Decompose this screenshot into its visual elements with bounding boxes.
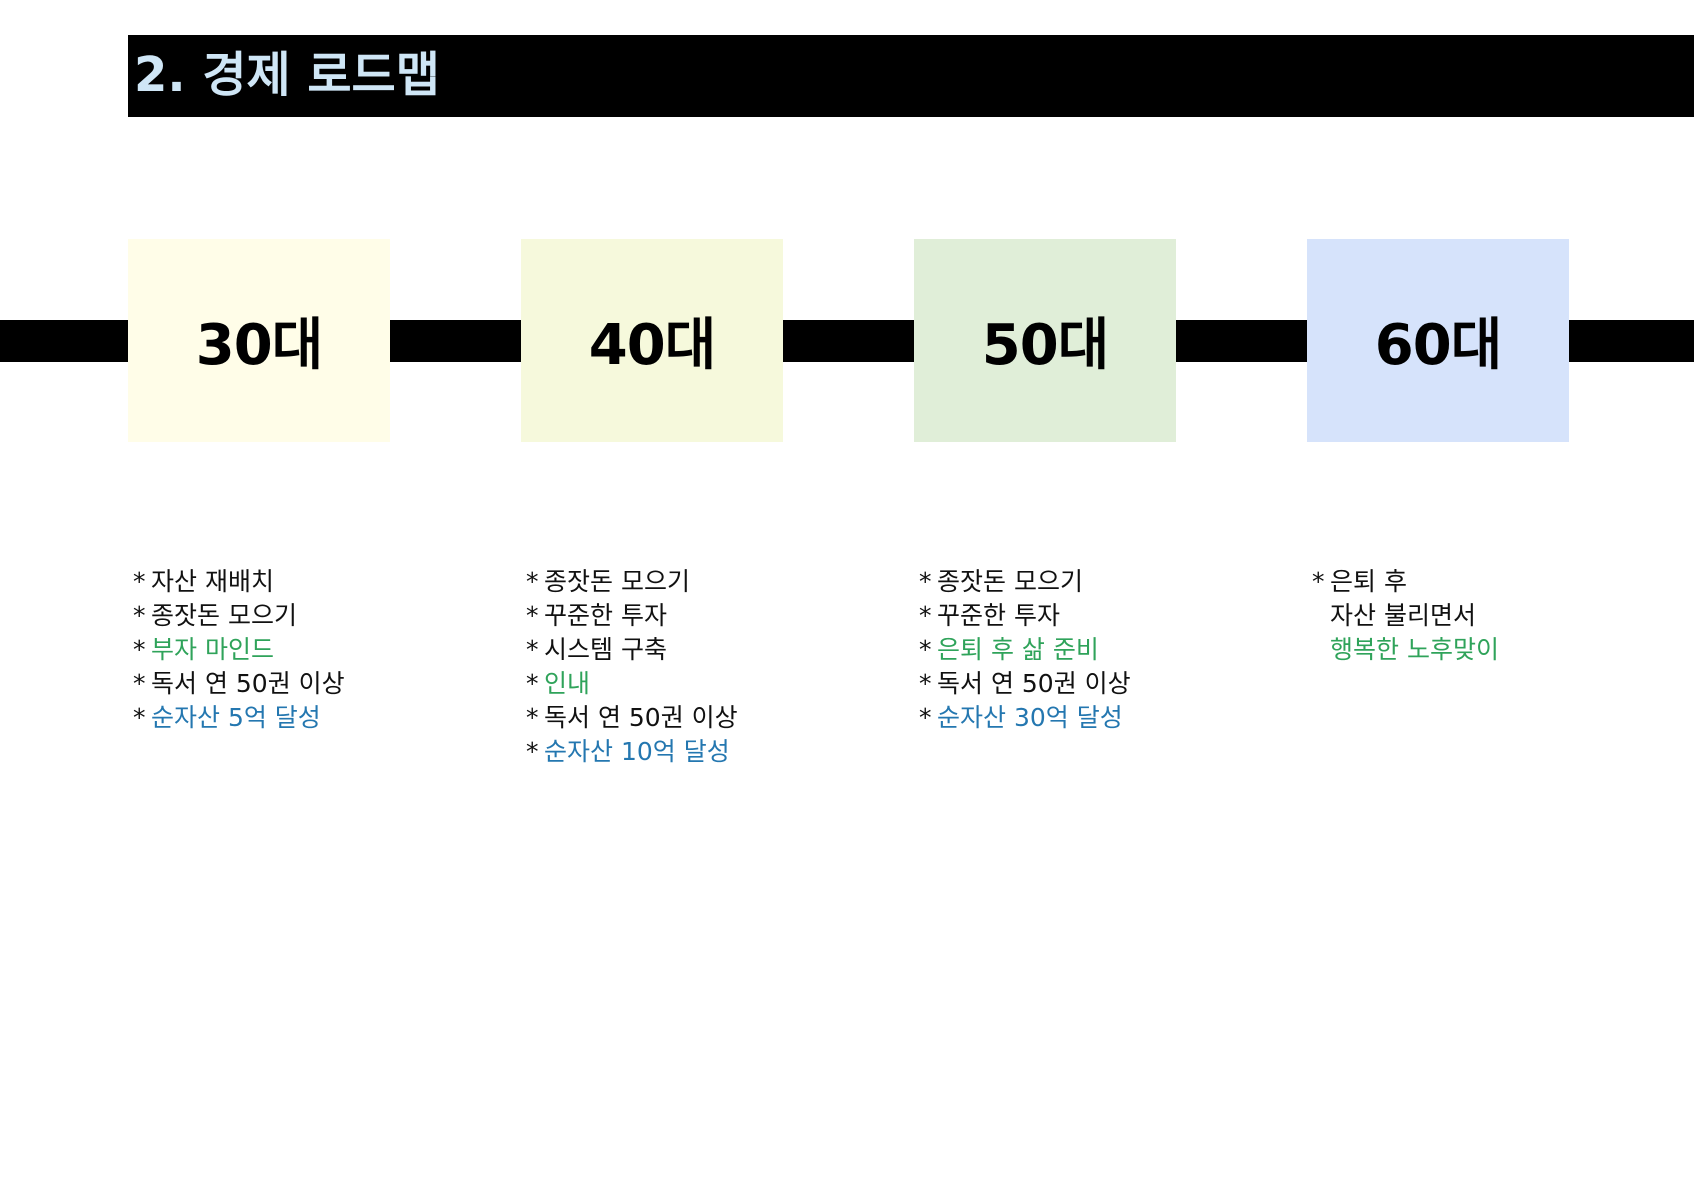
goal-text: 행복한 노후맞이 (1330, 635, 1499, 664)
bullet-mark: * (919, 567, 932, 596)
bullet-mark: * (133, 669, 146, 698)
stage-box-4: 60대 (1307, 239, 1569, 442)
goal-item: *자산 불리면서 (1312, 599, 1652, 633)
goal-item: *은퇴 후 삶 준비 (919, 633, 1259, 667)
goal-item: *자산 재배치 (133, 565, 473, 599)
stage-label: 50대 (981, 313, 1109, 378)
goal-text: 순자산 30억 달성 (937, 703, 1123, 732)
goal-item: *은퇴 후 (1312, 565, 1652, 599)
stage-goal-list-2: *종잣돈 모으기*꾸준한 투자*시스템 구축*인내*독서 연 50권 이상*순자… (526, 565, 866, 769)
goal-item: *순자산 30억 달성 (919, 701, 1259, 735)
goal-item: *순자산 5억 달성 (133, 701, 473, 735)
stage-box-2: 40대 (521, 239, 783, 442)
goal-text: 자산 재배치 (151, 567, 274, 596)
bullet-mark: * (526, 601, 539, 630)
bullet-mark: * (919, 703, 932, 732)
goal-item: *종잣돈 모으기 (526, 565, 866, 599)
goal-item: *독서 연 50권 이상 (526, 701, 866, 735)
stage-label: 60대 (1374, 313, 1502, 378)
bullet-mark: * (133, 601, 146, 630)
goal-item: *종잣돈 모으기 (133, 599, 473, 633)
goal-text: 자산 불리면서 (1330, 601, 1476, 630)
goal-text: 부자 마인드 (151, 635, 274, 664)
goal-text: 독서 연 50권 이상 (937, 669, 1131, 698)
bullet-mark: * (133, 635, 146, 664)
goal-text: 순자산 10억 달성 (544, 737, 730, 766)
bullet-mark: * (133, 567, 146, 596)
page-title: 2. 경제 로드맵 (134, 47, 440, 103)
bullet-mark: * (526, 635, 539, 664)
goal-text: 꾸준한 투자 (937, 601, 1060, 630)
goal-text: 은퇴 후 (1330, 567, 1407, 596)
stage-goal-list-1: *자산 재배치*종잣돈 모으기*부자 마인드*독서 연 50권 이상*순자산 5… (133, 565, 473, 735)
goal-text: 꾸준한 투자 (544, 601, 667, 630)
bullet-mark: * (919, 635, 932, 664)
bullet-mark: * (526, 567, 539, 596)
goal-item: *시스템 구축 (526, 633, 866, 667)
goal-text: 시스템 구축 (544, 635, 667, 664)
goal-text: 독서 연 50권 이상 (544, 703, 738, 732)
stage-label: 40대 (588, 313, 716, 378)
goal-item: *행복한 노후맞이 (1312, 633, 1652, 667)
goal-item: *꾸준한 투자 (919, 599, 1259, 633)
goal-item: *꾸준한 투자 (526, 599, 866, 633)
goal-text: 종잣돈 모으기 (937, 567, 1083, 596)
stage-box-1: 30대 (128, 239, 390, 442)
bullet-mark: * (133, 703, 146, 732)
goal-item: *독서 연 50권 이상 (133, 667, 473, 701)
goal-item: *종잣돈 모으기 (919, 565, 1259, 599)
bullet-mark: * (526, 737, 539, 766)
goal-text: 종잣돈 모으기 (544, 567, 690, 596)
goal-item: *순자산 10억 달성 (526, 735, 866, 769)
goal-text: 순자산 5억 달성 (151, 703, 321, 732)
stage-label: 30대 (195, 313, 323, 378)
bullet-mark: * (526, 669, 539, 698)
bullet-mark: * (1312, 567, 1325, 596)
goal-text: 독서 연 50권 이상 (151, 669, 345, 698)
goal-text: 은퇴 후 삶 준비 (937, 635, 1099, 664)
goal-item: *독서 연 50권 이상 (919, 667, 1259, 701)
goal-item: *인내 (526, 667, 866, 701)
goal-item: *부자 마인드 (133, 633, 473, 667)
stage-goal-list-4: *은퇴 후*자산 불리면서*행복한 노후맞이 (1312, 565, 1652, 667)
title-bar: 2. 경제 로드맵 (128, 35, 1694, 117)
bullet-mark: * (919, 669, 932, 698)
goal-text: 인내 (544, 669, 591, 698)
bullet-mark: * (526, 703, 539, 732)
goal-text: 종잣돈 모으기 (151, 601, 297, 630)
bullet-mark: * (919, 601, 932, 630)
stage-goal-list-3: *종잣돈 모으기*꾸준한 투자*은퇴 후 삶 준비*독서 연 50권 이상*순자… (919, 565, 1259, 735)
stage-box-3: 50대 (914, 239, 1176, 442)
